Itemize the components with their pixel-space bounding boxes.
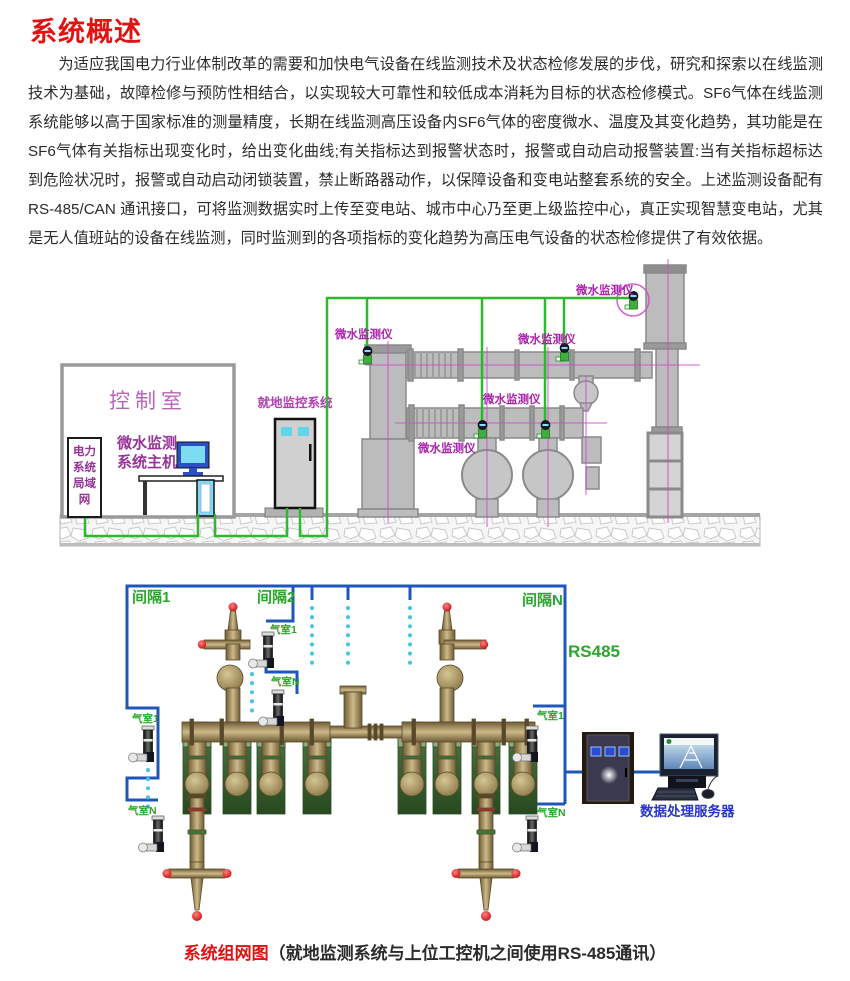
lan-box: 电力 系统 局域 网 — [67, 437, 102, 518]
monitoring-host-pc — [138, 441, 224, 517]
svg-text:微水监测仪: 微水监测仪 — [334, 327, 393, 341]
control-room-label: 控制室 — [109, 390, 187, 413]
svg-text:系统: 系统 — [73, 460, 96, 474]
svg-text:微水监测仪: 微水监测仪 — [517, 332, 576, 346]
server-label: 数据处理服务器 — [640, 803, 735, 819]
svg-text:微水监测仪: 微水监测仪 — [482, 392, 541, 406]
green-wiring — [83, 296, 632, 538]
caption-highlight: 系统组网图 — [183, 944, 269, 963]
svg-text:微水监测仪: 微水监测仪 — [575, 283, 634, 297]
control-cabinet-photo — [582, 732, 634, 804]
local-cabinet: 就地监控系统 — [257, 395, 333, 518]
chamber1-label: 气室1 — [131, 712, 159, 725]
chamber1-label: 气室1 — [269, 623, 297, 636]
chamberN-label: 气室N — [270, 675, 300, 688]
figure-caption: 系统组网图（就地监测系统与上位工控机之间使用RS-485通讯） — [0, 939, 850, 964]
server-pc — [651, 733, 719, 801]
chamberN-label: 气室N — [127, 804, 157, 817]
chamberN-label: 气室N — [536, 806, 566, 819]
rs485-label: RS485 — [568, 642, 620, 661]
svg-text:电力: 电力 — [73, 444, 96, 458]
sensor-labels: 微水监测仪 微水监测仪 微水监测仪 微水监测仪 微水监测仪 — [334, 283, 634, 455]
svg-text:网: 网 — [79, 493, 91, 506]
caption-text: （就地监测系统与上位工控机之间使用RS-485通讯） — [268, 944, 667, 963]
figure2-labels: 间隔1 间隔2 间隔N RS485 气室1 气室N 气室1 气室N 气室1 气室… — [127, 588, 735, 819]
figure-network-diagram: 间隔1 间隔2 间隔N RS485 气室1 气室N 气室1 气室N 气室1 气室… — [125, 584, 735, 921]
local-cabinet-label: 就地监控系统 — [257, 395, 333, 410]
bay2-label: 间隔2 — [257, 588, 295, 606]
svg-text:微水监测仪: 微水监测仪 — [417, 441, 476, 455]
figure-system-drawing: 控制室 电力 系统 局域 网 微水监测 系统主机 — [59, 259, 761, 547]
host-label: 微水监测 系统主机 — [116, 434, 177, 471]
page-title: 系统概述 — [30, 17, 142, 47]
rs485-bus-lines — [125, 584, 660, 806]
gis-bays — [162, 602, 538, 921]
chamber1-label: 气室1 — [536, 709, 564, 722]
svg-text:局域: 局域 — [72, 476, 96, 490]
bayN-label: 间隔N — [522, 591, 563, 609]
svg-text:系统主机: 系统主机 — [117, 453, 177, 471]
bay1-label: 间隔1 — [132, 588, 170, 606]
body-paragraph: 为适应我国电力行业体制改革的需要和加快电气设备在线监测技术及状态检修发展的步伐，… — [28, 56, 823, 247]
svg-text:微水监测: 微水监测 — [116, 434, 177, 452]
